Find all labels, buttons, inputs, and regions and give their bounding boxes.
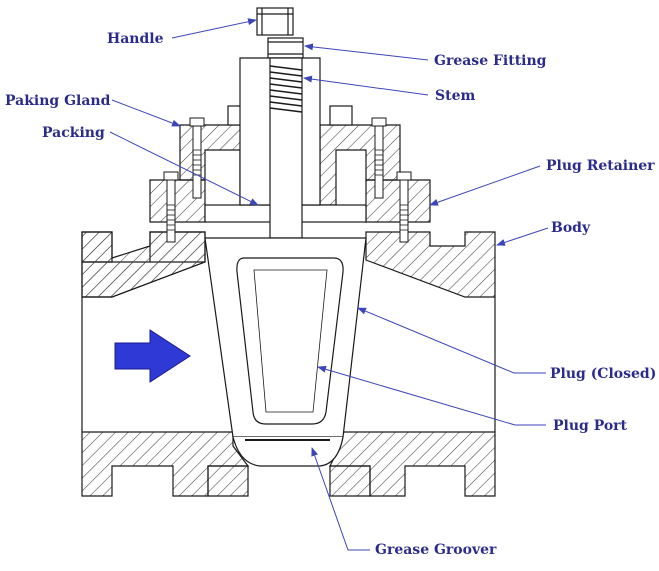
- label-packing-gland: Paking Gland: [5, 93, 111, 109]
- body-lower-right: [329, 431, 496, 497]
- label-stem: Stem: [435, 88, 476, 104]
- label-plug-retainer: Plug Retainer: [546, 158, 655, 174]
- grease-groove: [232, 436, 344, 467]
- valve-body: [81, 231, 496, 497]
- leader-grease-groover: [311, 447, 370, 551]
- leader-plug-port: [317, 365, 546, 426]
- label-grease-groover: Grease Groover: [375, 542, 497, 558]
- plug-port-inner: [253, 269, 328, 413]
- body-bottom-mid: [329, 465, 371, 497]
- leader-body: [496, 227, 549, 246]
- leader-grease-fitting: [304, 43, 429, 61]
- flow-direction-arrow-icon: [114, 329, 191, 383]
- label-handle: Handle: [107, 31, 164, 47]
- label-body: Body: [551, 220, 591, 236]
- plug: [204, 237, 367, 467]
- grease-fitting-shape: [267, 37, 304, 59]
- leader-plug-closed: [357, 307, 546, 374]
- label-plug-port: Plug Port: [553, 418, 628, 434]
- handle-shape: [256, 7, 294, 36]
- leader-stem: [303, 75, 429, 96]
- leader-plug-retainer: [429, 165, 541, 206]
- stem-thread: [269, 65, 303, 113]
- body-upper-right: [365, 231, 496, 298]
- leader-packing: [109, 131, 259, 206]
- label-packing: Packing: [42, 125, 105, 141]
- body-lower-left: [81, 431, 250, 497]
- bolt-threads: [167, 149, 408, 231]
- leader-packing-gland: [111, 99, 181, 127]
- stem-assembly: [239, 7, 321, 239]
- leader-lines: [109, 18, 549, 551]
- label-grease-fitting: Grease Fitting: [434, 53, 547, 69]
- leader-handle: [171, 18, 257, 39]
- label-plug-closed: Plug (Closed): [550, 366, 657, 382]
- gland-cap-right: [329, 105, 353, 126]
- body-upper-left: [81, 231, 206, 298]
- body-bottom-center: [207, 465, 249, 497]
- bolts: [163, 117, 412, 243]
